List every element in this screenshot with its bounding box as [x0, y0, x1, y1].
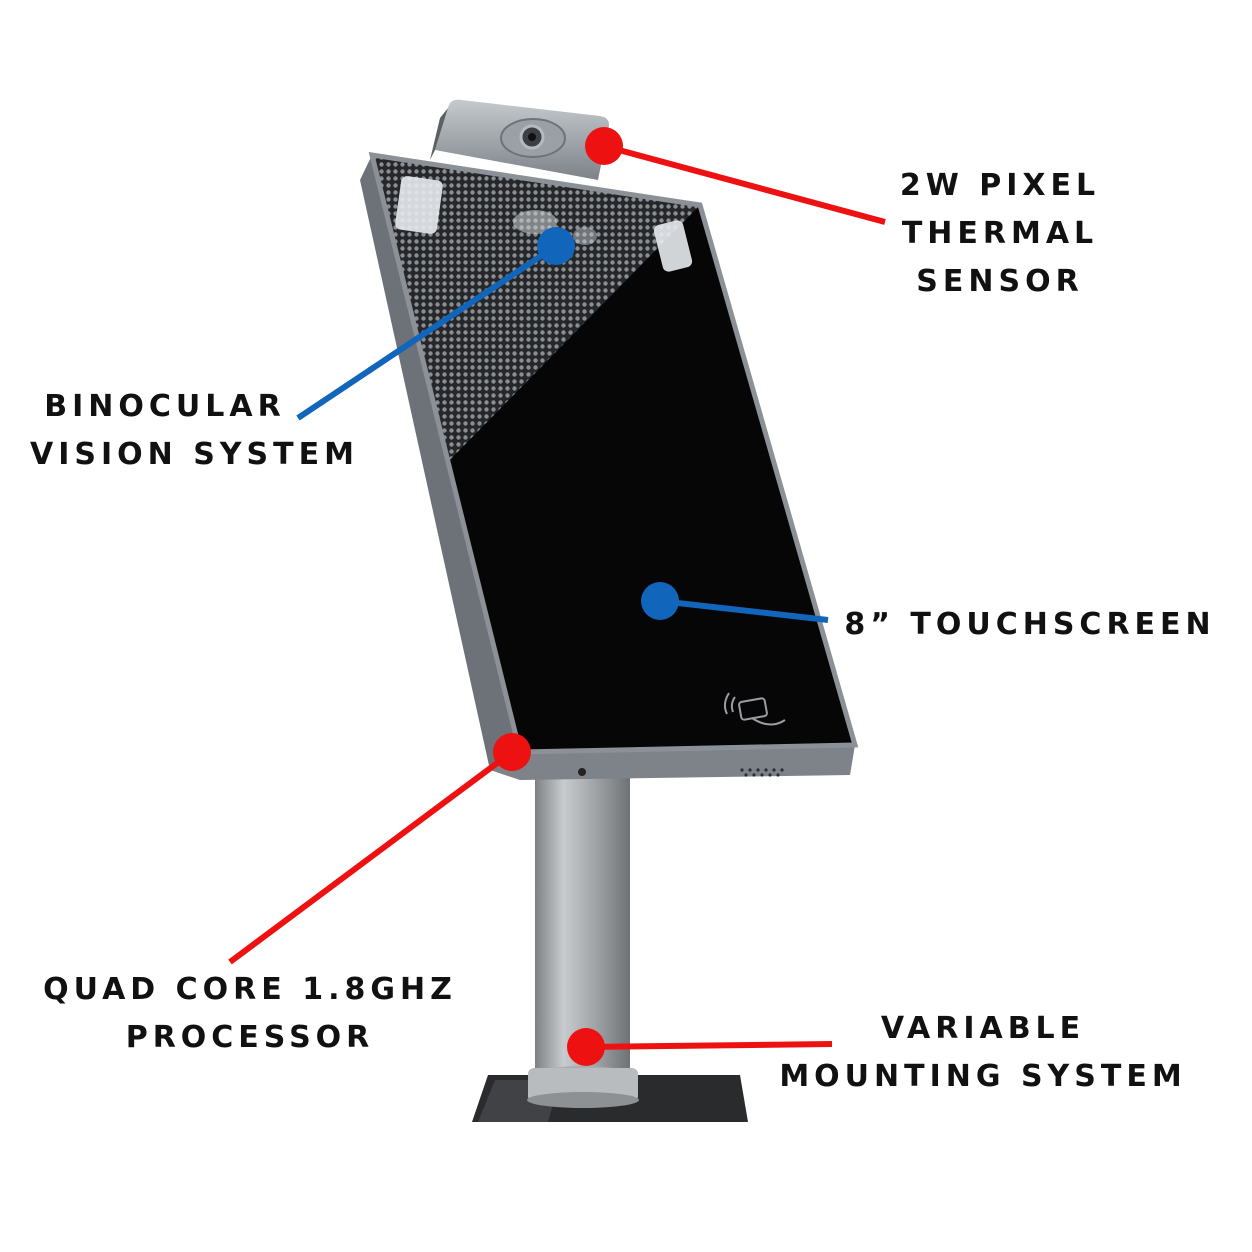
binocular-vision-marker — [537, 227, 575, 265]
panel-housing — [360, 155, 855, 780]
touchscreen-marker — [641, 582, 679, 620]
contactless-card-icon — [723, 692, 786, 726]
binocular-vision-label: BINOCULAR VISION SYSTEM — [30, 389, 359, 472]
callout-lines — [228, 143, 886, 1050]
mounting-system-label: VARIABLE MOUNTING SYSTEM — [779, 1011, 1187, 1094]
processor-label: QUAD CORE 1.8GHZ PROCESSOR — [43, 972, 457, 1055]
thermal-sensor-module — [430, 99, 609, 180]
processor-marker — [493, 733, 531, 771]
thermal-sensor-label: 2W PIXEL THERMAL SENSOR — [899, 168, 1101, 299]
mounting-pole — [527, 772, 639, 1108]
callout-dots — [493, 127, 679, 1066]
touchscreen-label: 8” TOUCHSCREEN — [844, 607, 1216, 642]
thermal-sensor-marker — [585, 127, 623, 165]
touchscreen-panel — [372, 155, 855, 752]
mounting-system-marker — [567, 1028, 605, 1066]
